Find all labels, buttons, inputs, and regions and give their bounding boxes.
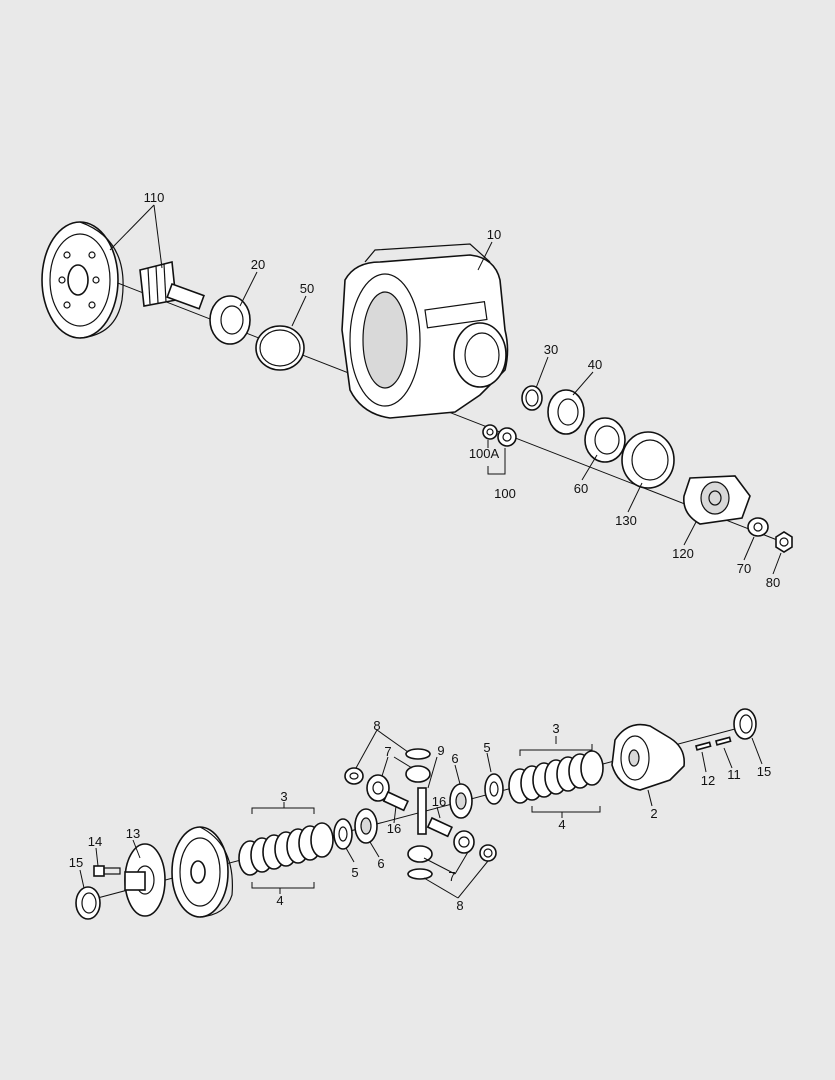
callout-8-top: 8	[373, 718, 380, 733]
flange-hub-13	[124, 843, 166, 917]
callout-7-bottom: 7	[448, 869, 455, 884]
callout-100: 100	[494, 486, 516, 501]
pin-16-right	[426, 816, 454, 838]
callout-8-bottom: 8	[456, 898, 463, 913]
washer-100a	[482, 424, 498, 440]
bolt-14	[93, 865, 121, 877]
bearing-20	[209, 295, 251, 345]
callout-6-left: 6	[377, 856, 384, 871]
spacer-30	[521, 385, 543, 411]
lower-assembly: 8 7 9 6 5 3 4 2 12 11 15 3 4 16 16 5 6 7…	[69, 708, 771, 920]
callout-80: 80	[766, 575, 780, 590]
spider-gear-7-bottom	[407, 845, 433, 863]
nut-80	[775, 531, 793, 553]
callout-110: 110	[144, 190, 165, 205]
side-gear-6-right	[449, 783, 473, 819]
callout-10: 10	[487, 227, 501, 242]
callout-30: 30	[544, 342, 558, 357]
differential-case-2	[611, 723, 686, 791]
thrust-washer-5-right	[484, 773, 504, 805]
side-gear-6-left	[354, 808, 378, 844]
callout-15-left: 15	[69, 855, 83, 870]
callout-4-right: 4	[558, 817, 565, 832]
callout-15-right: 15	[757, 764, 771, 779]
callout-3-right: 3	[552, 721, 559, 736]
thrust-washer-5-left	[333, 818, 353, 850]
callout-13: 13	[126, 826, 140, 841]
ring-gear-110	[41, 221, 124, 339]
spider-gear-7-bottom-right	[453, 830, 475, 854]
callout-2: 2	[650, 806, 657, 821]
callout-60: 60	[574, 481, 588, 496]
washer-8-top-right	[405, 748, 431, 760]
pin-11	[715, 736, 732, 746]
upper-leader-lines	[109, 204, 782, 575]
washer-8-top-left	[344, 767, 364, 785]
lower-callouts: 8 7 9 6 5 3 4 2 12 11 15 3 4 16 16 5 6 7…	[69, 718, 771, 913]
lower-leader-lines	[79, 729, 763, 899]
washer-8-bottom-right	[479, 844, 497, 862]
callout-16-left: 16	[387, 821, 401, 836]
callout-50: 50	[300, 281, 314, 296]
washer-8-bottom	[407, 868, 433, 880]
callout-4-left: 4	[276, 893, 283, 908]
callout-20: 20	[251, 257, 265, 272]
drive-pinion-110	[139, 261, 205, 310]
ring-gear-lower	[171, 826, 233, 918]
spider-gear-7-top-right	[405, 765, 431, 783]
callout-5-top: 5	[483, 740, 490, 755]
dust-shield-130	[621, 431, 675, 489]
callout-11: 11	[727, 767, 741, 782]
callout-40: 40	[588, 357, 602, 372]
o-ring-50	[255, 325, 305, 371]
callout-6-top: 6	[451, 751, 458, 766]
callout-12: 12	[701, 773, 715, 788]
callout-14: 14	[88, 834, 102, 849]
seal-60	[584, 417, 626, 463]
callout-120: 120	[672, 546, 694, 561]
callout-5-left: 5	[351, 865, 358, 880]
bearing-15-right	[733, 708, 757, 740]
bearing-40	[547, 389, 585, 435]
callout-9: 9	[437, 743, 444, 758]
callout-70: 70	[737, 561, 751, 576]
drain-plug-100	[497, 427, 517, 447]
axle-housing-10	[341, 243, 509, 419]
pin-12	[695, 741, 712, 751]
clutch-plates-right	[508, 750, 604, 804]
callout-130: 130	[615, 513, 637, 528]
upper-assembly: 110 10 20 50 30 40 100A 100 60 130 120 7…	[41, 190, 793, 590]
clutch-plates-left	[238, 822, 334, 876]
flange-yoke-120	[683, 475, 751, 525]
callout-16-right: 16	[432, 794, 446, 809]
cross-shaft-9	[417, 787, 427, 835]
callout-7-top: 7	[384, 744, 391, 759]
washer-70	[747, 517, 769, 537]
bearing-15-left	[75, 886, 101, 920]
callout-3-left: 3	[280, 789, 287, 804]
pin-16-left	[382, 790, 410, 812]
upper-callouts: 110 10 20 50 30 40 100A 100 60 130 120 7…	[144, 190, 781, 590]
callout-100a: 100A	[469, 446, 500, 461]
spider-gear-7-top-left	[366, 774, 390, 802]
